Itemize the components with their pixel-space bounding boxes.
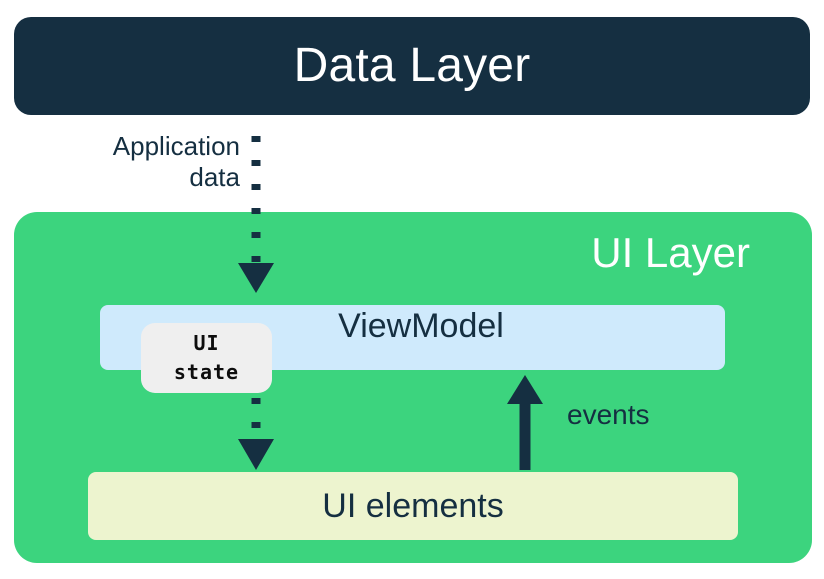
ui-state-line1: UI — [193, 331, 220, 355]
application-data-label-line1: Application — [112, 131, 240, 161]
application-data-label: Application data — [60, 131, 240, 192]
ui-state-line2: state — [173, 360, 240, 384]
events-label: events — [567, 399, 650, 430]
ui-elements-label: UI elements — [322, 487, 504, 525]
data-layer-title: Data Layer — [293, 39, 531, 92]
application-data-label-line2: data — [189, 161, 240, 192]
data-layer-box: Data Layer — [14, 17, 810, 115]
ui-layer-title: UI Layer — [591, 229, 750, 276]
ui-state-chip: UI state — [141, 323, 272, 393]
viewmodel-label: ViewModel — [338, 307, 504, 345]
ui-elements-box: UI elements — [88, 472, 738, 540]
